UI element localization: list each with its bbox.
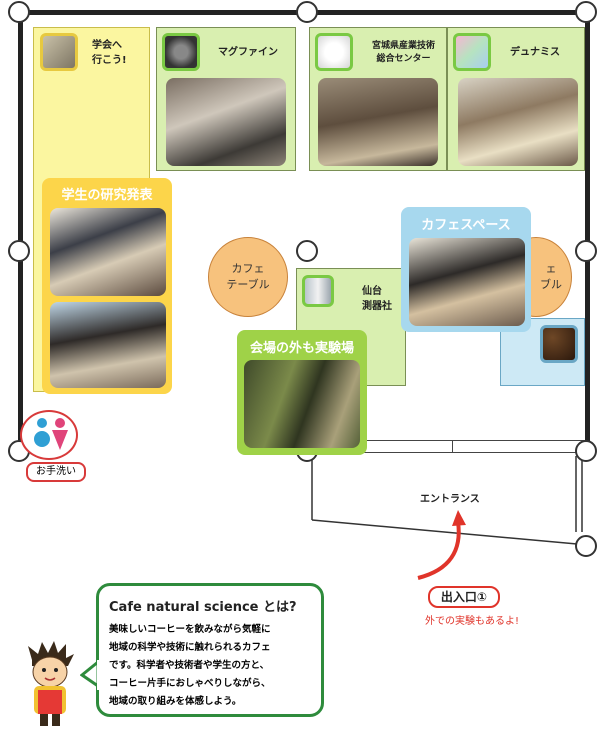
toilet-icon (34, 418, 68, 450)
magfine-photo (166, 78, 286, 166)
about-line: コーヒー片手におしゃべりしながら、 (109, 678, 271, 689)
about-title: Cafe natural science とは? (109, 600, 297, 615)
sendai-label: 仙台 測器社 (362, 286, 392, 312)
cafe-table-right-line2: ブル (540, 278, 562, 291)
about-pointer (80, 660, 102, 690)
coffee-beans-thumbnail (540, 325, 578, 363)
magfine-label: マグファイン (218, 47, 278, 58)
exit-note: 外での実験もあるよ! (425, 616, 520, 627)
wall-bottom-divider (452, 440, 453, 453)
pillar (575, 535, 597, 557)
about-line: 地域の科学や技術に触れられるカフェ (109, 642, 271, 653)
student-photo-1 (50, 208, 166, 296)
about-line: 美味しいコーヒーを飲みながら気軽に (109, 624, 271, 635)
entrance-label: エントランス (420, 494, 480, 505)
pillar (575, 440, 597, 462)
pillar (296, 240, 318, 262)
cafe-space-title: カフェスペース (421, 218, 511, 233)
miyagi-photo (318, 78, 438, 166)
miyagi-thumbnail (315, 33, 353, 71)
pillar (8, 240, 30, 262)
about-line: です。科学者や技術者や学生の方と、 (109, 660, 270, 671)
magfine-thumbnail (162, 33, 200, 71)
pillar (575, 240, 597, 262)
sendai-thumbnail (302, 275, 334, 307)
dunamis-thumbnail (453, 33, 491, 71)
exit-1-label[interactable]: 出入口① (428, 586, 500, 608)
gakkai-label: 学会へ 行こう! (92, 40, 127, 66)
dunamis-photo (458, 78, 578, 166)
dunamis-label: デュナミス (510, 47, 560, 58)
cafe-table-left-line2: テーブル (226, 278, 270, 291)
student-photo-2 (50, 302, 166, 388)
student-panel-title: 学生の研究発表 (61, 188, 153, 203)
cafe-space-photo (409, 238, 525, 326)
toilet-marker[interactable] (20, 410, 78, 460)
outdoor-photo (244, 360, 360, 448)
outdoor-panel-title: 会場の外も実験場 (249, 341, 354, 356)
wall-right (585, 10, 590, 450)
miyagi-label: 宮城県産業技術 総合センター (372, 41, 436, 64)
pillar (296, 1, 318, 23)
cafe-table-left-line1: カフェ (231, 262, 265, 275)
pillar (575, 1, 597, 23)
about-line: 地域の取り組みを体感しよう。 (109, 696, 242, 707)
about-box: Cafe natural science とは? 美味しいコーヒーを飲みながら気… (96, 583, 324, 717)
cafe-table-right-line1: ェ (545, 262, 557, 275)
pillar (8, 1, 30, 23)
toilet-label: お手洗い (26, 462, 86, 482)
wall-left (18, 10, 23, 450)
mascot-icon (28, 641, 74, 726)
cafe-table-left[interactable]: カフェ テーブル (208, 237, 288, 317)
gakkai-thumbnail (40, 33, 78, 71)
